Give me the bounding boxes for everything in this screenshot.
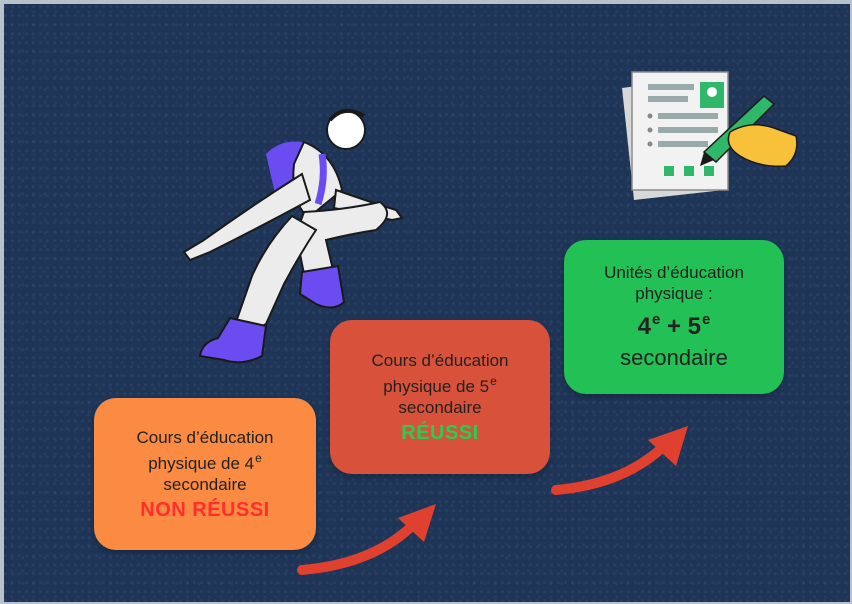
step-box-unites: Unités d’éducation physique : 4e + 5e se… <box>564 240 784 394</box>
step-line2: physique de 4e <box>148 448 262 474</box>
step-line3: secondaire <box>398 397 482 417</box>
plus-sign: + <box>660 312 688 340</box>
diagram-canvas: Cours d’éducation physique de 4e seconda… <box>4 4 850 602</box>
step-line1: Unités d’éducation <box>604 262 744 282</box>
step-line2-text: physique de 5 <box>383 376 490 396</box>
step-line3: secondaire <box>163 474 247 494</box>
signing-document-icon <box>622 71 798 200</box>
step-line2: physique : <box>635 283 713 303</box>
step-superscript: e <box>490 373 497 388</box>
level-b: 5 <box>687 312 702 340</box>
step-superscript: e <box>255 450 262 465</box>
level-a: 4 <box>637 312 651 340</box>
step-levels: 4e + 5e <box>638 304 711 343</box>
step-line1: Cours d’éducation <box>371 350 509 370</box>
level-a-sup: e <box>651 310 661 328</box>
step-line2: physique de 5e <box>383 371 497 397</box>
status-reussi: RÉUSSI <box>401 421 479 444</box>
step-line4: secondaire <box>620 344 728 370</box>
status-non-reussi: NON RÉUSSI <box>140 498 270 521</box>
step-box-4e: Cours d’éducation physique de 4e seconda… <box>94 398 316 550</box>
step-line2-text: physique de 4 <box>148 453 255 473</box>
step-box-5e: Cours d’éducation physique de 5e seconda… <box>330 320 550 474</box>
red-curved-arrow-icon <box>297 426 688 575</box>
level-b-sup: e <box>702 310 711 328</box>
climbing-person-icon <box>182 108 404 364</box>
step-line1: Cours d’éducation <box>136 427 274 447</box>
